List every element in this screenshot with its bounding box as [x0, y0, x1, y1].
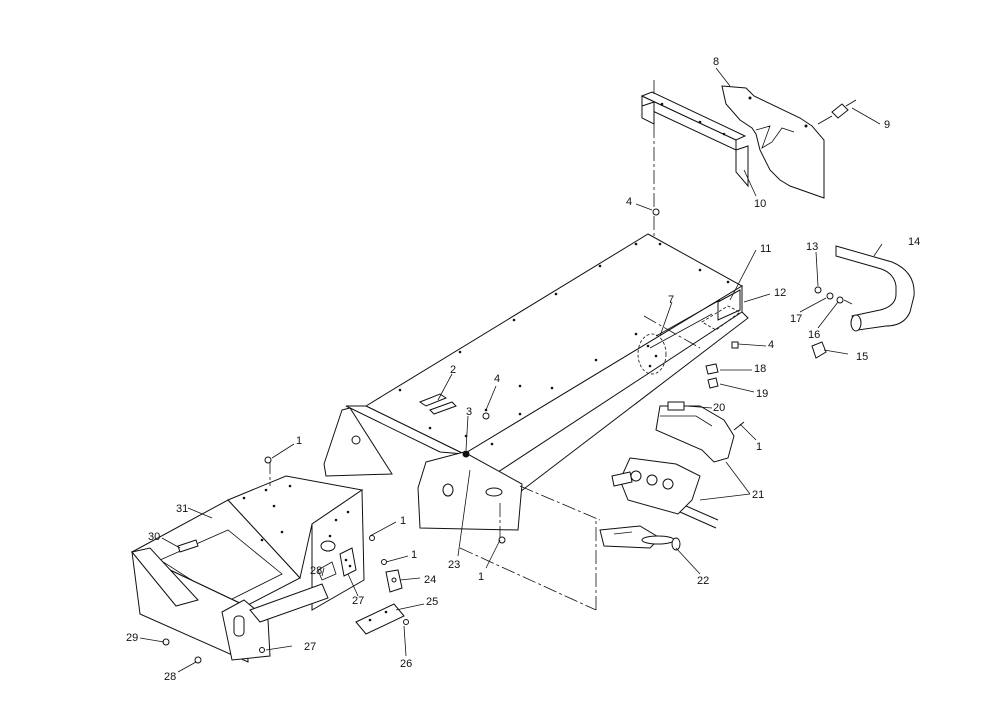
callout-23: 25 — [426, 596, 438, 608]
callout-30: 30 — [148, 531, 160, 543]
callout-21: 23 — [448, 559, 460, 571]
callout-28: 28 — [164, 671, 176, 683]
callout-26: 28 — [310, 565, 322, 577]
heat-exchanger — [655, 401, 745, 463]
callout-1-plate-b: 1 — [411, 549, 417, 561]
callout-18: 20 — [713, 402, 725, 414]
callout-14: 16 — [808, 329, 820, 341]
end-cap — [811, 341, 827, 359]
callout-2: 2 — [450, 364, 456, 376]
callout-31: 31 — [176, 503, 188, 515]
callout-4-top: 4 — [626, 196, 632, 208]
callout-16: 18 — [754, 363, 766, 375]
callout-25: 27 — [352, 595, 364, 607]
callout-13: 15 — [856, 351, 868, 363]
callout-19: 21 — [752, 489, 764, 501]
callout-4-right: 4 — [768, 339, 774, 351]
small-brackets — [317, 547, 405, 635]
callout-15: 17 — [790, 313, 802, 325]
callout-1-top: 1 — [296, 435, 302, 447]
callout-17: 19 — [756, 388, 768, 400]
callout-3: 3 — [466, 406, 472, 418]
assembly-leaders — [269, 315, 701, 611]
callout-9: 11 — [760, 243, 771, 255]
flap-light — [817, 99, 857, 125]
callout-1-right: 1 — [756, 441, 762, 453]
callout-27: 27 — [304, 641, 316, 653]
callout-1-lower: 1 — [478, 571, 484, 583]
callout-11: 13 — [806, 241, 818, 253]
callout-labels: 8 9 10 4 11 12 13 14 17 16 15 7 4 18 19 … — [126, 56, 920, 683]
callout-4-mid: 4 — [494, 373, 500, 385]
grab-handle — [835, 245, 915, 332]
lower-bracket — [599, 525, 681, 551]
callout-6: 8 — [713, 56, 719, 68]
rear-bumper-bracket — [640, 91, 749, 188]
callout-10: 12 — [774, 287, 786, 299]
tunnel-holes — [398, 242, 730, 446]
callout-leaders — [139, 67, 883, 673]
callout-8: 10 — [754, 198, 766, 210]
front-frame-nose — [130, 475, 365, 663]
snow-flap — [721, 85, 825, 199]
tunnel-assembly — [323, 233, 749, 531]
fasteners — [162, 208, 660, 664]
callout-22: 24 — [424, 574, 436, 586]
callout-5: 7 — [668, 294, 674, 306]
callout-29: 29 — [126, 632, 138, 644]
side-bolts — [705, 341, 739, 389]
exchanger-bracket — [611, 457, 719, 529]
handle-fasteners — [814, 286, 853, 305]
callout-20: 22 — [697, 575, 709, 587]
callout-1-plate-a: 1 — [400, 515, 406, 527]
callout-7: 9 — [884, 119, 890, 131]
callout-24: 26 — [400, 658, 412, 670]
callout-12: 14 — [908, 236, 920, 248]
